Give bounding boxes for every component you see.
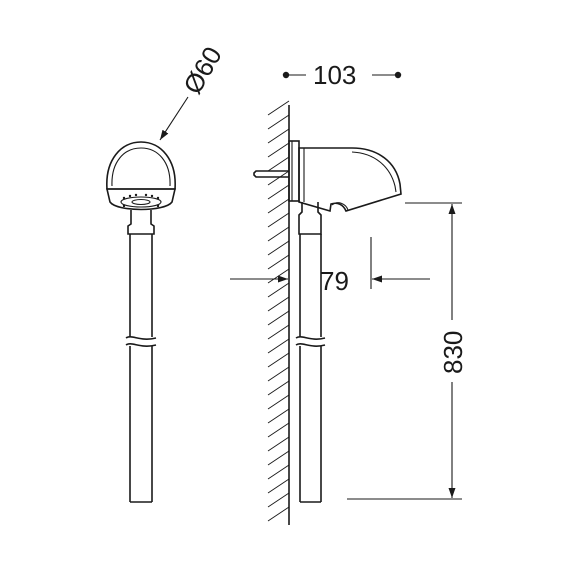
width-dimension: 103: [282, 60, 402, 90]
side-connector: [298, 202, 322, 235]
projection-label: 79: [320, 266, 349, 296]
width-label: 103: [313, 60, 356, 90]
front-connector: [127, 210, 155, 235]
front-nozzle-center: [131, 198, 151, 206]
front-head-dome: [106, 141, 176, 190]
side-head-body: [298, 147, 402, 213]
height-label: 830: [438, 331, 468, 374]
diameter-dimension: Ø60: [159, 41, 228, 141]
front-nozzle-dots: [122, 193, 160, 208]
front-pipe-break: [125, 336, 157, 347]
front-nozzle-ring: [120, 196, 162, 208]
front-view: [105, 141, 177, 503]
diameter-label: Ø60: [177, 41, 228, 99]
height-dimension: 830: [347, 202, 468, 500]
wall-hatching: [267, 100, 290, 522]
front-spray-disc: [105, 188, 177, 211]
side-view: [253, 100, 402, 525]
projection-dimension: 79: [230, 237, 430, 296]
wall-bolt: [253, 170, 289, 178]
front-head-inner: [111, 147, 171, 187]
side-pipe-break: [295, 336, 326, 347]
wall-flange: [288, 140, 300, 202]
side-head-highlight: [331, 151, 397, 211]
